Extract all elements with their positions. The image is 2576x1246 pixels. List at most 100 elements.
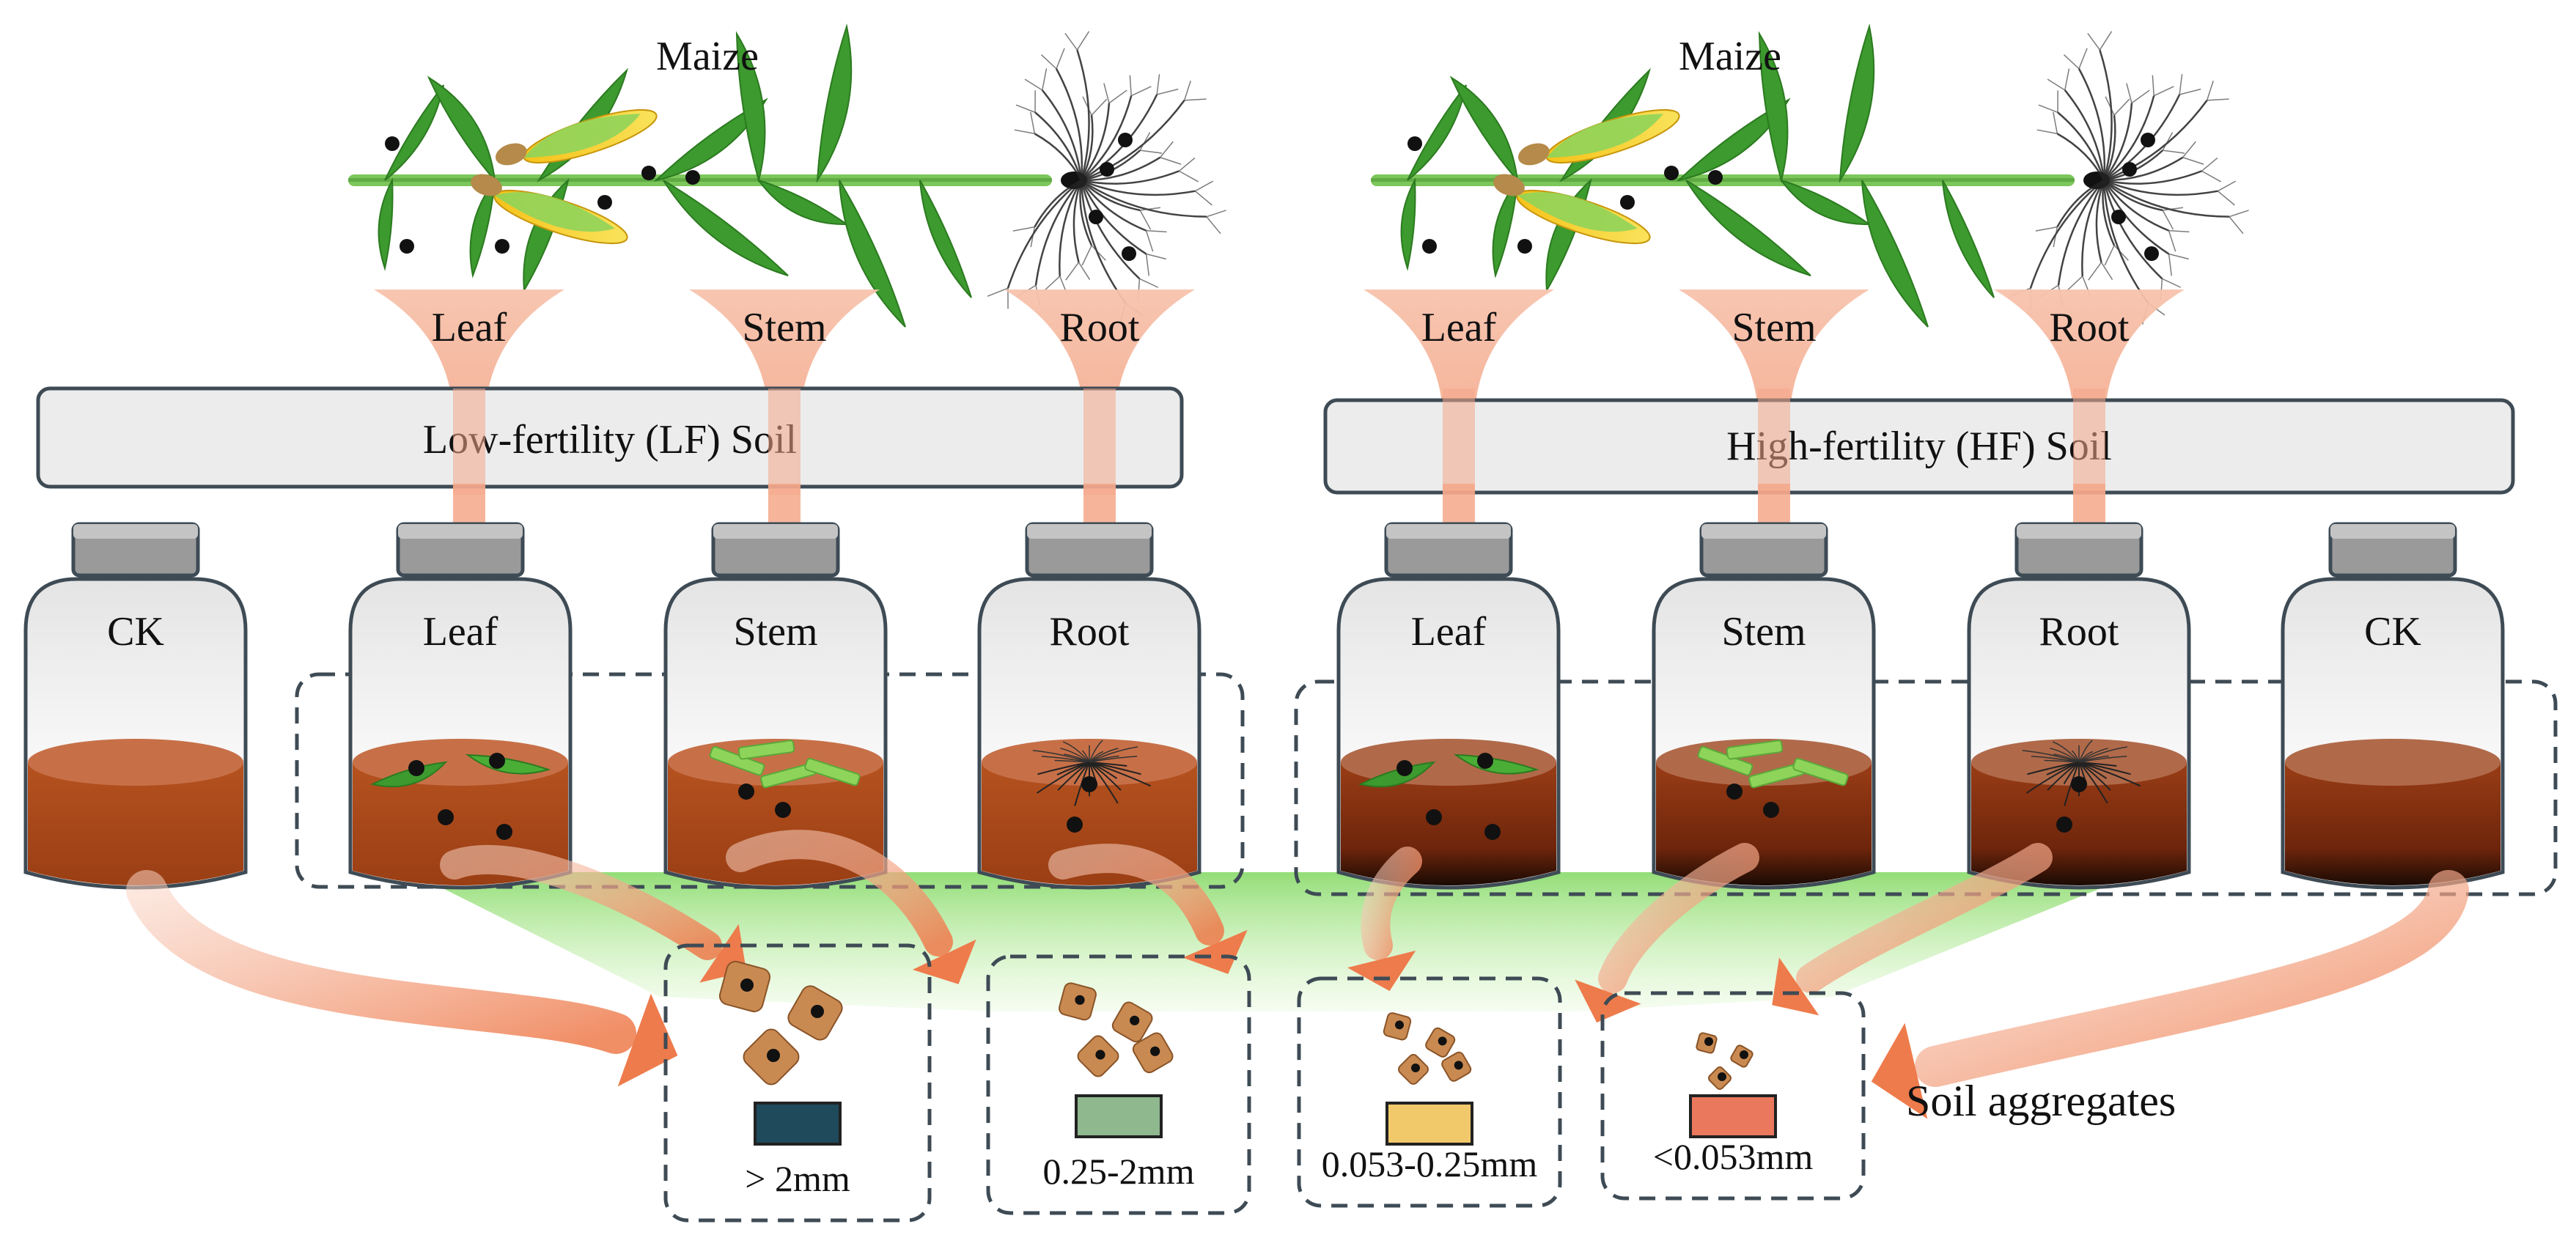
aggregate-fraction-2: 0.053-0.25mm [1297,976,1562,1208]
marker-dot [1664,166,1679,180]
marker-dot [2111,210,2126,224]
marker-dot [438,809,454,825]
maize-leaf [1400,177,1416,271]
funnel-organ-label: Stem [742,305,826,350]
marker-dot [1438,1036,1447,1046]
marker-dot [1395,1020,1404,1030]
marker-dot [1095,1050,1105,1060]
funnel-organ-label: Root [1060,305,1140,350]
bottle-label: Root [1050,609,1130,655]
marker-dot [1150,1046,1160,1056]
marker-dot [2144,246,2159,261]
stem-residue [737,740,795,760]
fraction-size-label: 0.25-2mm [1043,1151,1195,1192]
funnel-organ-label: Stem [1732,305,1816,350]
marker-dot [1422,239,1437,254]
marker-dot [2122,162,2137,177]
marker-dot [1075,995,1085,1005]
marker-dot [685,170,700,185]
corn-ear [1493,174,1651,245]
root-system [987,31,1226,325]
maize-leaf [1758,31,1789,183]
organ-funnel [1994,290,2185,410]
maize-leaf [757,179,850,226]
fraction-size-label: 0.053-0.25mm [1322,1143,1538,1184]
maize-plant-hf: Maize [1371,23,2249,328]
maize-leaf [839,180,906,328]
bottle-label: CK [2364,609,2421,655]
flow-arrow [726,830,976,984]
bottle-lf-leaf: Leaf [348,522,573,890]
marker-dot [1726,784,1743,800]
marker-dot [1454,1061,1463,1070]
marker-dot [1517,239,1532,254]
corn-ear [1517,108,1680,166]
funnel-organ-label: Leaf [1421,305,1497,350]
soil-surface [28,739,243,786]
marker-dot [496,824,512,840]
organ-funnel [1679,290,1869,410]
aggregate-frame [1297,976,1562,1208]
marker-dot [1100,162,1114,177]
maize-leaf [1839,23,1875,183]
marker-dot [2141,133,2155,147]
maize-leaf [427,75,496,183]
hf-soil-box: High-fertility (HF) Soil [1323,398,2515,495]
maize-leaf [1407,84,1467,181]
bottle-hf-stem: Stem [1652,522,1876,890]
flow-arrow [1871,870,2469,1119]
maize-leaf [1779,179,1872,226]
maize-leaf [1942,180,1995,298]
marker-dot [1122,246,1136,261]
lf-soil-box: Low-fertility (LF) Soil [36,386,1184,489]
marker-dot [1620,195,1635,210]
marker-dot [1411,1063,1420,1072]
aggregate-fraction-0: > 2mm [663,943,932,1223]
stem-residue [1726,740,1784,760]
marker-dot [1396,760,1413,776]
marker-dot [495,239,509,254]
marker-dot [1426,809,1442,825]
corn-ear [495,108,658,166]
aggregate-frame [663,943,932,1223]
soil-fill [28,762,243,885]
bottle-hf-leaf: Leaf [1336,522,1561,890]
aggregate-frame [986,954,1251,1215]
flow-arrow [1772,843,2053,1016]
maize-leaf [816,23,853,183]
hf-group-frame [1294,679,2558,896]
flow-arrows [126,830,2469,1119]
maize-leaf [378,177,394,271]
funnel-organ-label: Root [2050,305,2130,350]
funnel-organ-label: Leaf [432,305,507,350]
fraction-color-swatch [754,1102,842,1146]
marker-dot [1704,1037,1713,1046]
root-system [2009,31,2249,325]
plant-title: Maize [656,34,759,79]
maize-leaf [1861,180,1929,328]
fraction-size-label: <0.053mm [1653,1136,1814,1177]
organ-funnel [374,290,564,410]
maize-leaf [1685,180,1811,276]
fraction-size-label: > 2mm [745,1158,850,1199]
marker-dot [1477,753,1493,769]
leaf-residue [1358,761,1436,788]
soil-fill [1656,762,1872,885]
marker-dot [1407,136,1422,151]
marker-dot [1740,1050,1748,1059]
bottle-label: Leaf [423,609,498,655]
bottle-label: Root [2039,609,2119,655]
fraction-color-swatch [1385,1102,1473,1146]
marker-dot [1118,133,1133,147]
bottle-hf-ck: CK [2281,522,2505,890]
marker-dot [1130,1015,1140,1025]
bottle-lf-root: Root [977,522,1201,890]
marker-dot [2056,816,2072,833]
marker-dot [740,978,754,992]
bottle-label: Stem [1721,609,1806,655]
marker-dot [811,1005,824,1018]
maize-leaf [653,97,768,182]
maize-leaf [1492,177,1519,279]
bottle-label: CK [107,609,164,655]
